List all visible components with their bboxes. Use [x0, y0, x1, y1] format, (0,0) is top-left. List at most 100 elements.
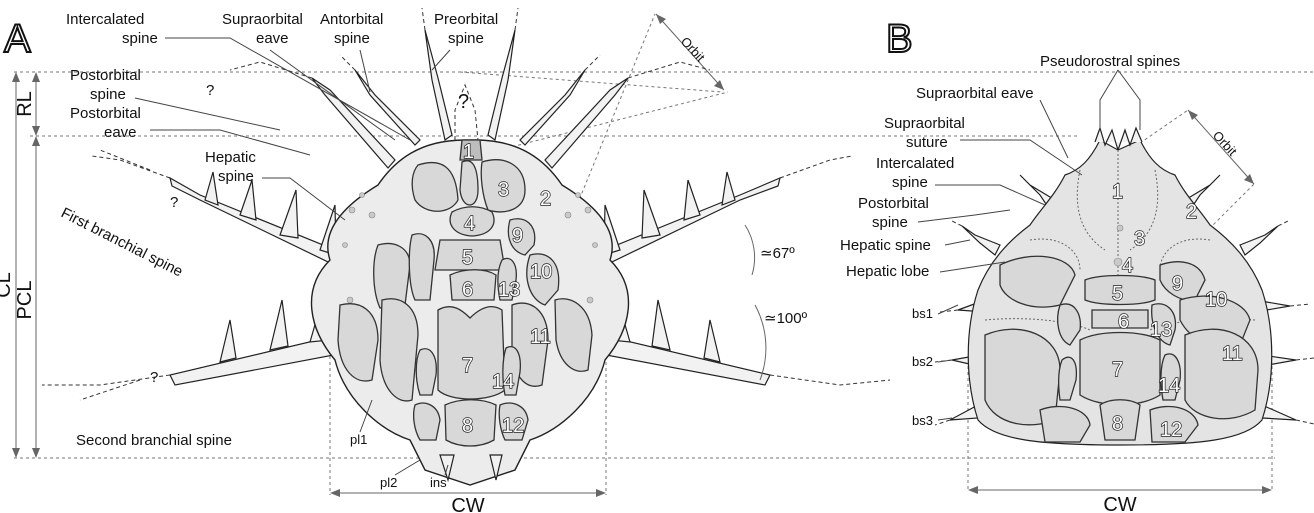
- label-intercalated-b-1: Intercalated: [876, 155, 954, 172]
- leader-pl2: [395, 460, 420, 475]
- label-bs1: bs1: [912, 306, 933, 321]
- label-pl1: pl1: [350, 432, 367, 447]
- label-intercalated-b-2: spine: [892, 174, 928, 191]
- right-branchial-spines: [580, 156, 890, 385]
- label-hepatic-2: spine: [218, 168, 254, 185]
- leader-postorbital-b: [918, 210, 1010, 222]
- num-13-b: 13: [1150, 319, 1172, 341]
- label-first-branchial: First branchial spine: [58, 204, 185, 280]
- num-11-b: 11: [1222, 343, 1243, 365]
- leader-bs1: [938, 305, 958, 314]
- tubercle-3-b: [1117, 225, 1123, 231]
- cw-label-a: CW: [451, 495, 484, 513]
- question-mark-first-branchial: ?: [170, 194, 178, 211]
- angle-100-label: ≃100º: [764, 310, 808, 327]
- num-2-b: 2: [1186, 201, 1197, 223]
- label-hepatic-1: Hepatic: [205, 149, 256, 166]
- label-postorbital-spine-2: spine: [90, 86, 126, 103]
- panel-b-letter: B: [886, 17, 913, 61]
- dimension-pcl: PCL: [14, 136, 40, 458]
- question-mark-postorbital: ?: [206, 82, 214, 99]
- num-12-a: 12: [502, 415, 524, 437]
- region-left-12-a: [414, 403, 440, 440]
- pcl-label: PCL: [14, 281, 36, 320]
- dimension-cw-a: CW: [330, 489, 606, 513]
- leader-postorbital-spine: [135, 98, 280, 130]
- num-14-b: 14: [1158, 375, 1180, 397]
- label-intercalated-1: Intercalated: [66, 11, 144, 28]
- region-left-inner-a: [409, 234, 434, 300]
- cl-label: CL: [0, 272, 15, 298]
- cw-label-b: CW: [1103, 494, 1136, 513]
- leader-bs2: [938, 360, 952, 362]
- label-preorbital-1: Preorbital: [434, 11, 498, 28]
- num-1-a: 1: [463, 141, 474, 163]
- num-8-a: 8: [462, 415, 473, 437]
- num-3-b: 3: [1134, 228, 1145, 250]
- num-9-b: 9: [1172, 273, 1183, 295]
- label-hepatic-spine-b: Hepatic spine: [840, 237, 931, 254]
- num-8-b: 8: [1112, 413, 1123, 435]
- label-preorbital-2: spine: [448, 30, 484, 47]
- label-bs3: bs3: [912, 413, 933, 428]
- leader-supraorbital-suture: [960, 140, 1082, 175]
- num-9-a: 9: [512, 225, 523, 247]
- num-11-a: 11: [530, 326, 551, 348]
- orbit-label-b: Orbit: [1210, 128, 1240, 159]
- panel-b: B CW Orbit: [840, 17, 1314, 513]
- label-postorbital-eave-1: Postorbital: [70, 105, 141, 122]
- num-7-b: 7: [1112, 359, 1123, 381]
- tubercle-4-b: [1114, 258, 1122, 266]
- num-6-a: 6: [462, 279, 473, 301]
- dimension-cl: CL: [0, 72, 20, 458]
- num-6-b: 6: [1118, 311, 1129, 333]
- num-10-a: 10: [530, 261, 552, 283]
- rl-label: RL: [14, 91, 36, 117]
- label-supraorbital-1: Supraorbital: [222, 11, 303, 28]
- leader-intercalated-b: [935, 185, 1045, 205]
- label-pl2: pl2: [380, 475, 397, 490]
- region-left-14-a: [416, 349, 436, 395]
- leader-pseudorostral: [1100, 70, 1140, 130]
- num-5-a: 5: [462, 247, 473, 269]
- label-postorbital-b-1: Postorbital: [858, 195, 929, 212]
- orbit-dimension-a: Orbit: [656, 14, 724, 90]
- label-antorbital-2: spine: [334, 30, 370, 47]
- num-13-a: 13: [498, 279, 520, 301]
- num-4-a: 4: [464, 213, 475, 235]
- question-mark-rostrum: ?: [458, 91, 469, 113]
- region-1-2-a: [460, 161, 478, 205]
- num-4-b: 4: [1122, 255, 1133, 277]
- region-left-lower-a: [380, 299, 418, 401]
- label-postorbital-spine-1: Postorbital: [70, 67, 141, 84]
- label-second-branchial: Second branchial spine: [76, 432, 232, 449]
- label-postorbital-eave-2: eave: [104, 124, 137, 141]
- num-7-a: 7: [462, 355, 473, 377]
- label-supraorbital-2: eave: [256, 30, 289, 47]
- question-mark-second-branchial: ?: [150, 369, 158, 386]
- label-antorbital-1: Antorbital: [320, 11, 383, 28]
- num-10-b: 10: [1205, 289, 1227, 311]
- num-2-a: 2: [540, 188, 551, 210]
- label-hepatic-lobe-b: Hepatic lobe: [846, 263, 929, 280]
- label-ins: ins: [430, 475, 447, 490]
- num-14-a: 14: [492, 371, 514, 393]
- panel-a-letter: A: [4, 17, 31, 61]
- left-branchial-spines: [42, 150, 360, 400]
- label-supraorbital-suture-2: suture: [906, 134, 948, 151]
- leader-preorbital: [432, 50, 450, 70]
- num-5-b: 5: [1112, 283, 1123, 305]
- leader-hepatic-spine-b: [945, 240, 970, 245]
- orbit-label-a: Orbit: [678, 34, 708, 65]
- label-bs2: bs2: [912, 354, 933, 369]
- leader-supraorbital: [270, 50, 395, 140]
- label-supraorbital-suture-1: Supraorbital: [884, 115, 965, 132]
- num-1-b: 1: [1112, 181, 1123, 203]
- label-supraorbital-eave-b: Supraorbital eave: [916, 85, 1034, 102]
- orbit-guide-line-3: [575, 14, 655, 210]
- label-intercalated-2: spine: [122, 30, 158, 47]
- num-3-a: 3: [498, 179, 509, 201]
- dimension-cw-b: CW: [968, 486, 1272, 513]
